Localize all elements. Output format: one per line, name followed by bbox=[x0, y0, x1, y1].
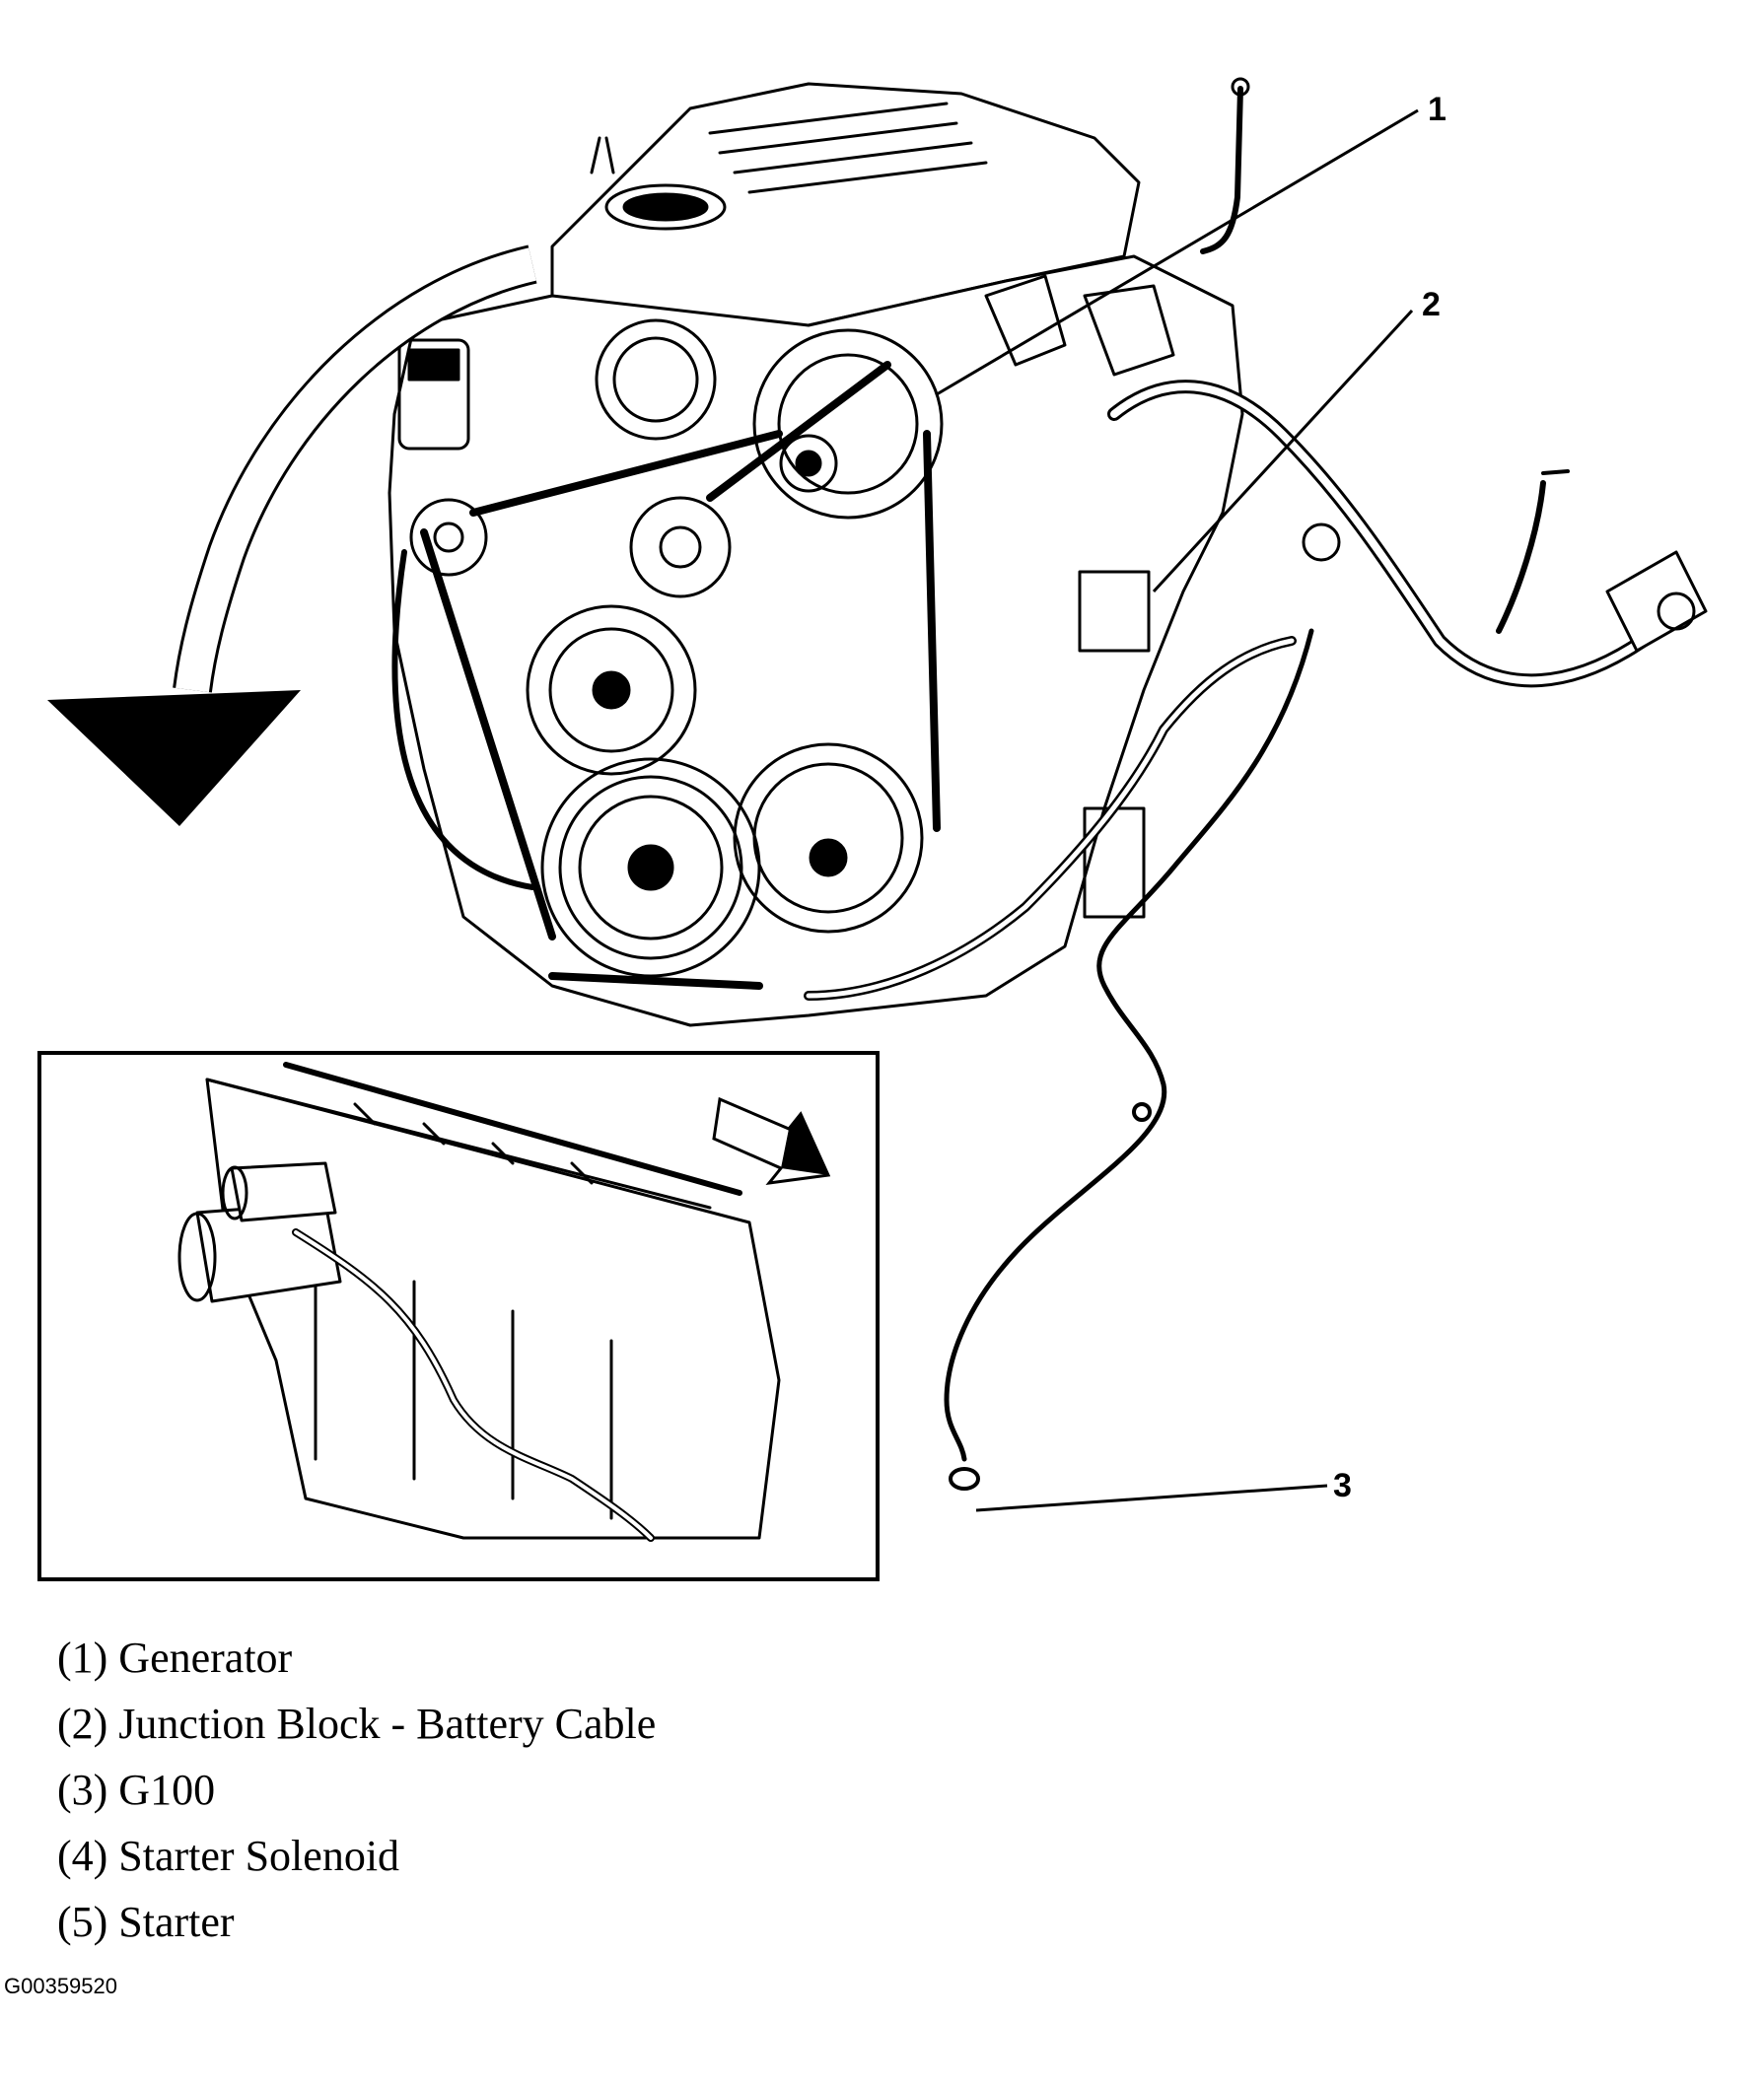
legend-item: (2) Junction Block - Battery Cable bbox=[57, 1700, 657, 1748]
serpentine-belt bbox=[420, 361, 941, 990]
leader-3 bbox=[975, 1484, 1328, 1512]
legend: (1) Generator (2) Junction Block - Batte… bbox=[57, 1625, 656, 1955]
inset-direction-arrow-icon bbox=[712, 1096, 831, 1185]
ground-cable-g100 bbox=[944, 628, 1314, 1491]
starter-solenoid bbox=[230, 1161, 337, 1222]
callout-3: 3 bbox=[1333, 1467, 1352, 1504]
leader-2 bbox=[1152, 309, 1414, 593]
legend-item: (4) Starter Solenoid bbox=[57, 1832, 400, 1880]
leader-1 bbox=[936, 108, 1419, 396]
callout-2: 2 bbox=[1422, 286, 1441, 323]
engine-illustration bbox=[388, 77, 1708, 1027]
direction-arrow-icon bbox=[47, 244, 537, 826]
legend-item: (1) Generator bbox=[57, 1634, 293, 1682]
starter-inset bbox=[37, 1051, 880, 1581]
generator bbox=[752, 328, 944, 520]
callout-1: 1 bbox=[1428, 91, 1446, 128]
legend-item: (3) G100 bbox=[57, 1766, 216, 1814]
figure-id: G00359520 bbox=[4, 1974, 117, 1998]
legend-item: (5) Starter bbox=[57, 1898, 235, 1946]
